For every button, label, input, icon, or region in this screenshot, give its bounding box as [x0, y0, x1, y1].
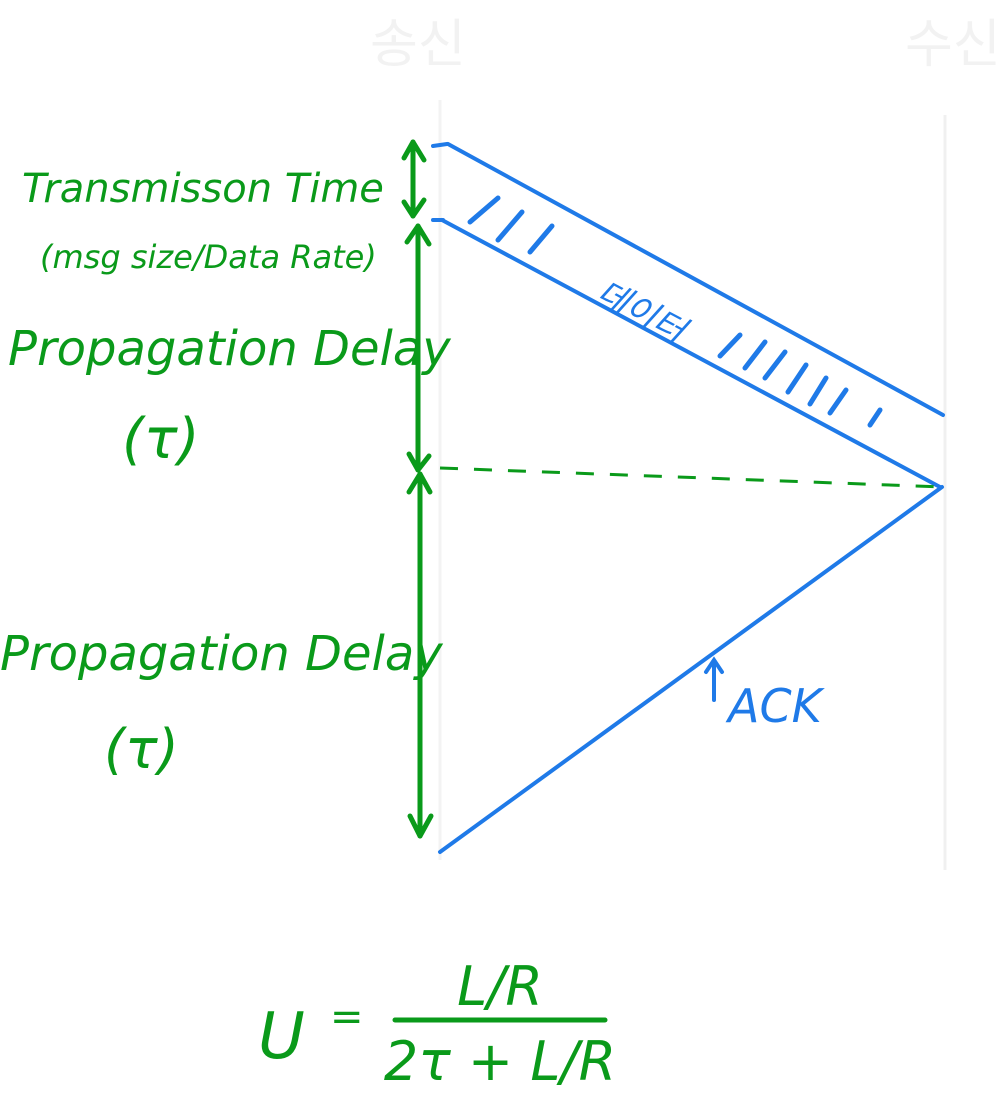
propagation-delay-arrow-2: [406, 471, 434, 839]
propagation-delay-arrow-1: [404, 223, 432, 473]
packet-hatch: [467, 195, 883, 428]
utilization-formula: U = L/R 2τ + L/R: [258, 955, 616, 1093]
propagation-delay-label-2: Propagation Delay: [0, 626, 443, 682]
tau-label-2: (τ): [104, 718, 179, 781]
propagation-reference-line: [439, 466, 943, 489]
data-label: 데이터: [590, 273, 695, 354]
propagation-delay-label-1: Propagation Delay: [8, 321, 451, 377]
receiver-label: 수신: [905, 15, 1000, 75]
data-packet: [431, 142, 945, 489]
formula-equals: =: [330, 994, 364, 1040]
ack-pointer-arrow: [704, 656, 724, 702]
packet-trailing-edge: [440, 218, 942, 489]
formula-denominator: 2τ + L/R: [384, 1030, 616, 1093]
transmission-time-formula: (msg size/Data Rate): [40, 238, 377, 276]
formula-numerator: L/R: [457, 955, 543, 1018]
tau-label-1: (τ): [122, 407, 199, 472]
ack-line: [438, 485, 944, 854]
transmission-time-arrow: [401, 139, 427, 219]
ack-label: ACK: [725, 679, 826, 733]
sender-label: 송신: [370, 15, 466, 75]
packet-tick-top: [431, 142, 449, 148]
formula-lhs: U: [258, 1000, 305, 1074]
transmission-time-label: Transmisson Time: [22, 166, 384, 212]
packet-leading-edge: [446, 142, 945, 417]
